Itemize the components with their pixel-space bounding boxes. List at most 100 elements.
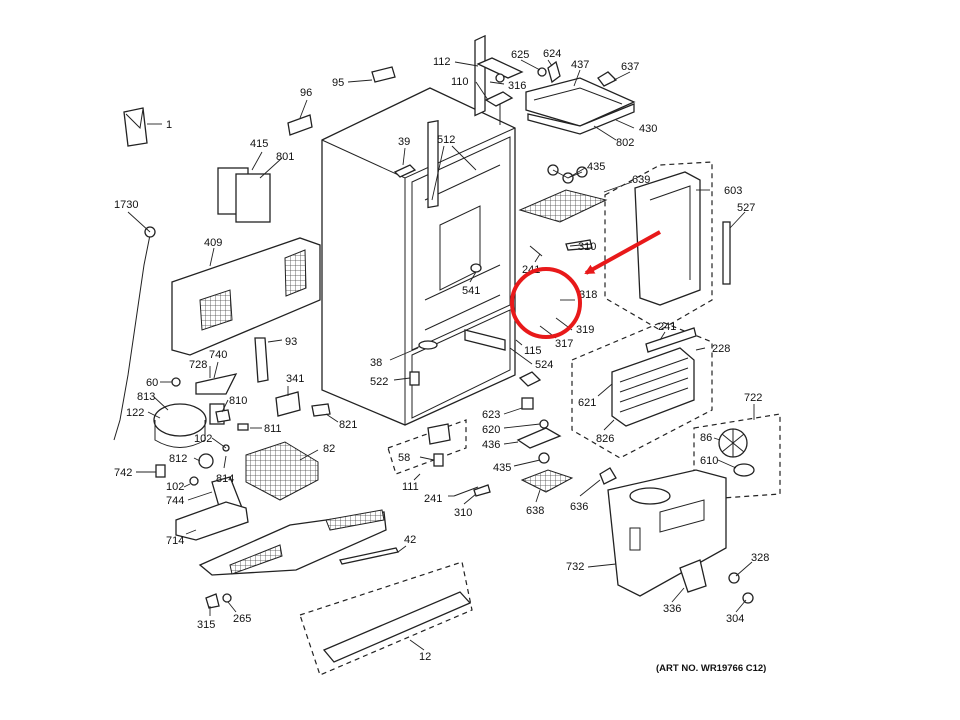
bracket-714 [175, 501, 249, 541]
callout-316: 316 [508, 80, 526, 92]
screw-316 [495, 73, 505, 83]
part-637 [597, 71, 618, 87]
light-housing-437-430 [525, 77, 636, 135]
callout-722: 722 [744, 392, 762, 404]
callout-603: 603 [724, 185, 742, 197]
condenser-82 [245, 441, 319, 501]
callout-122: 122 [126, 407, 144, 419]
callout-38: 38 [370, 357, 382, 369]
bracket-336 [679, 559, 707, 593]
callout-732: 732 [566, 561, 584, 573]
hinge-110 [484, 91, 514, 125]
callout-624: 624 [543, 48, 561, 60]
callout-319: 319 [576, 324, 594, 336]
callout-639: 639 [632, 174, 650, 186]
callout-742: 742 [114, 467, 132, 479]
callout-435-top: 435 [587, 161, 605, 173]
control-panel-409 [171, 237, 321, 356]
callout-744: 744 [166, 495, 184, 507]
callout-82: 82 [323, 443, 335, 455]
tube-93 [254, 337, 269, 383]
part-636 [599, 467, 617, 485]
leveler-box-111 [387, 419, 467, 475]
callout-110: 110 [451, 76, 469, 88]
callout-527: 527 [737, 202, 755, 214]
bulb-435-lower [538, 452, 550, 464]
callout-811: 811 [264, 423, 282, 435]
callout-430: 430 [639, 123, 657, 135]
callout-42: 42 [404, 534, 416, 546]
callout-620: 620 [482, 424, 500, 436]
callout-labels: 1 1730 409 415 801 96 95 112 110 316 625… [114, 48, 769, 663]
highlight-annotation [510, 230, 661, 339]
callout-802: 802 [616, 137, 634, 149]
callout-39: 39 [398, 136, 410, 148]
callout-93: 93 [285, 336, 297, 348]
base-pan [198, 509, 387, 576]
callout-341: 341 [286, 373, 304, 385]
leader-lines [127, 59, 755, 651]
callout-812: 812 [169, 453, 187, 465]
callout-102-lower: 102 [166, 481, 184, 493]
callout-415: 415 [250, 138, 268, 150]
callout-621: 621 [578, 397, 596, 409]
callout-541: 541 [462, 285, 480, 297]
cover-638 [520, 469, 574, 493]
callout-58: 58 [398, 452, 410, 464]
callout-111: 111 [402, 481, 419, 493]
compressor-813 [153, 403, 225, 448]
strip-42 [339, 547, 399, 565]
callout-821: 821 [339, 419, 357, 431]
callout-310-upper: 310 [578, 241, 596, 253]
callout-96: 96 [300, 87, 312, 99]
callout-228: 228 [712, 343, 730, 355]
part-60 [171, 377, 181, 387]
grille-12 [299, 561, 473, 676]
callout-241-right: 241 [658, 321, 676, 333]
callout-318: 318 [579, 289, 597, 301]
parts-315-265 [205, 593, 232, 609]
strip-527 [722, 221, 731, 285]
part-811 [237, 423, 249, 431]
part-102-lower [189, 476, 199, 486]
callout-740: 740 [209, 349, 227, 361]
callout-304: 304 [726, 613, 744, 625]
vent-524 [464, 329, 506, 351]
callout-12: 12 [419, 651, 431, 663]
callout-115: 115 [524, 345, 542, 357]
callout-638: 638 [526, 505, 544, 517]
callout-265: 265 [233, 613, 251, 625]
callout-241-lower: 241 [424, 493, 442, 505]
callout-328: 328 [751, 552, 769, 564]
fan-box-722 [693, 413, 781, 501]
label-1 [123, 107, 148, 147]
bulbs-435 [547, 164, 588, 184]
part-96 [287, 114, 313, 136]
drain-541 [470, 263, 482, 273]
part-810 [215, 409, 231, 423]
parts-328-304 [728, 572, 754, 604]
highlight-arrow [584, 230, 661, 275]
callout-522: 522 [370, 376, 388, 388]
callout-801: 801 [276, 151, 294, 163]
panels-415-801 [217, 167, 271, 223]
part-742 [155, 464, 166, 478]
parts-241-310 [453, 484, 491, 497]
callout-814: 814 [216, 473, 234, 485]
bracket-341 [275, 391, 301, 417]
callout-625: 625 [511, 49, 529, 61]
parts-625-624 [537, 60, 561, 84]
callout-86: 86 [700, 432, 712, 444]
light-39 [393, 164, 417, 178]
callout-95: 95 [332, 77, 344, 89]
callout-512: 512 [437, 134, 455, 146]
callout-637: 637 [621, 61, 639, 73]
callout-524: 524 [535, 359, 553, 371]
callout-112: 112 [433, 56, 451, 68]
callout-636: 636 [570, 501, 588, 513]
part-38 [418, 340, 438, 350]
evap-cover-603 [604, 161, 713, 331]
cover-639 [518, 189, 608, 223]
callout-436: 436 [482, 439, 500, 451]
